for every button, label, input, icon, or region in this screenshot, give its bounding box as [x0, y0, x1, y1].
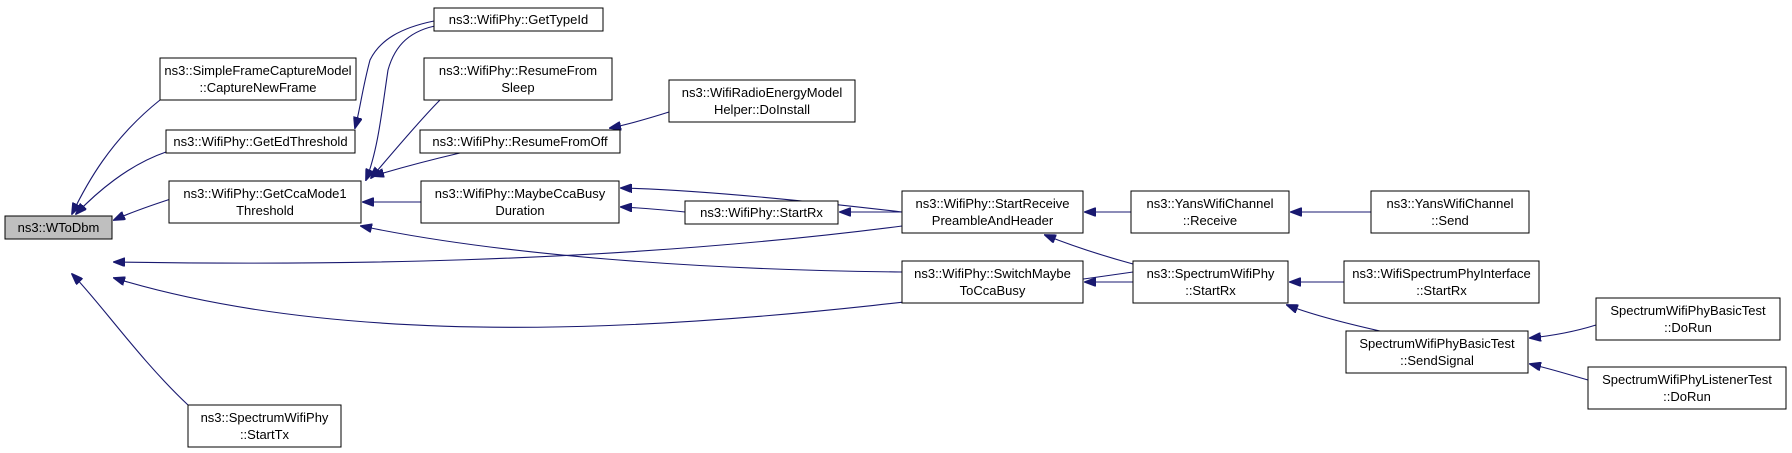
node-label: ns3::WifiPhy::ResumeFrom: [439, 63, 597, 78]
node-label: ::StartTx: [240, 427, 290, 442]
node-label: ::CaptureNewFrame: [199, 80, 316, 95]
edge-listenerdorun-to-sendsignal: [1530, 364, 1589, 381]
node-label: ::Send: [1431, 213, 1469, 228]
edge-gettypeid-to-getcca: [366, 24, 441, 180]
node-gettypeid[interactable]: ns3::WifiPhy::GetTypeId: [433, 7, 604, 32]
node-wrem[interactable]: ns3::WifiRadioEnergyModelHelper::DoInsta…: [668, 79, 856, 123]
node-label: SpectrumWifiPhyBasicTest: [1610, 303, 1766, 318]
edge-wrem-to-resumeoff: [610, 111, 670, 128]
node-box: [1370, 190, 1530, 234]
node-box: [420, 180, 620, 224]
node-label: Helper::DoInstall: [714, 102, 810, 117]
node-label: ns3::WToDbm: [18, 220, 100, 235]
node-label: ToCcaBusy: [960, 283, 1026, 298]
edge-spstartrx-to-startrecv: [1045, 235, 1134, 265]
edge-resumeoff-to-getcca: [373, 152, 461, 176]
node-sendsignal[interactable]: SpectrumWifiPhyBasicTest::SendSignal: [1345, 330, 1529, 374]
node-label: ns3::WifiPhy::SwitchMaybe: [914, 266, 1071, 281]
node-label: SpectrumWifiPhyListenerTest: [1602, 372, 1772, 387]
node-sptx[interactable]: ns3::SpectrumWifiPhy::StartTx: [187, 404, 342, 448]
node-box: [1595, 297, 1781, 341]
node-label: ns3::SpectrumWifiPhy: [1147, 266, 1275, 281]
node-box: [684, 200, 839, 225]
node-listenerdorun[interactable]: SpectrumWifiPhyListenerTest::DoRun: [1587, 366, 1787, 410]
node-label: ns3::WifiPhy::GetTypeId: [449, 12, 588, 27]
edge-basicdorun-to-sendsignal: [1530, 324, 1597, 338]
node-label: ns3::SimpleFrameCaptureModel: [164, 63, 351, 78]
node-label: ns3::WifiPhy::StartRx: [700, 205, 823, 220]
node-label: ns3::WifiPhy::GetEdThreshold: [173, 134, 347, 149]
node-label: ::StartRx: [1185, 283, 1236, 298]
node-box: [1345, 330, 1529, 374]
edge-startrecv-to-maybecca: [621, 188, 903, 213]
node-yansrecv[interactable]: ns3::YansWifiChannel::Receive: [1130, 190, 1290, 234]
node-box: [423, 57, 613, 101]
node-label: Duration: [495, 203, 544, 218]
edge-sendsignal-to-spstartrx: [1287, 305, 1381, 332]
node-box: [165, 129, 356, 154]
node-box: [1343, 260, 1540, 304]
node-box: [433, 7, 604, 32]
node-box: [159, 57, 357, 101]
node-box: [668, 79, 856, 123]
node-label: ::Receive: [1183, 213, 1237, 228]
node-wtodbm[interactable]: ns3::WToDbm: [4, 215, 113, 240]
node-box: [4, 215, 113, 240]
node-resumeoff[interactable]: ns3::WifiPhy::ResumeFromOff: [419, 129, 621, 154]
node-label: ns3::WifiPhy::StartReceive: [916, 196, 1070, 211]
node-box: [187, 404, 342, 448]
node-box: [1587, 366, 1787, 410]
node-basicdorun[interactable]: SpectrumWifiPhyBasicTest::DoRun: [1595, 297, 1781, 341]
node-yanssend[interactable]: ns3::YansWifiChannel::Send: [1370, 190, 1530, 234]
node-box: [1130, 190, 1290, 234]
node-label: ns3::YansWifiChannel: [1387, 196, 1514, 211]
node-spstartrx[interactable]: ns3::SpectrumWifiPhy::StartRx: [1132, 260, 1289, 304]
node-box: [901, 260, 1084, 304]
edge-getedth-to-wtodbm: [76, 151, 167, 214]
edge-startrecv-to-wtodbm: [114, 225, 903, 263]
node-label: ns3::WifiPhy::ResumeFromOff: [432, 134, 608, 149]
node-box: [901, 190, 1084, 234]
node-label: ::SendSignal: [1400, 353, 1474, 368]
nodes-layer: ns3::WToDbm ns3::SimpleFrameCaptureModel:…: [4, 7, 1787, 448]
node-sfcm[interactable]: ns3::SimpleFrameCaptureModel::CaptureNew…: [159, 57, 357, 101]
node-startrecv[interactable]: ns3::WifiPhy::StartReceivePreambleAndHea…: [901, 190, 1084, 234]
node-getedth[interactable]: ns3::WifiPhy::GetEdThreshold: [165, 129, 356, 154]
node-label: ::StartRx: [1416, 283, 1467, 298]
edge-sptx-to-wtodbm: [72, 274, 189, 406]
node-label: SpectrumWifiPhyBasicTest: [1359, 336, 1515, 351]
node-label: ::DoRun: [1664, 320, 1712, 335]
node-label: ns3::YansWifiChannel: [1147, 196, 1274, 211]
node-box: [1132, 260, 1289, 304]
node-label: ns3::WifiPhy::MaybeCcaBusy: [435, 186, 606, 201]
node-label: ns3::SpectrumWifiPhy: [201, 410, 329, 425]
node-label: ::DoRun: [1663, 389, 1711, 404]
edge-gettypeid-to-getedth: [355, 20, 435, 128]
node-label: PreambleAndHeader: [932, 213, 1054, 228]
node-box: [168, 180, 362, 224]
edge-switchmaybe-to-getcca: [361, 226, 903, 273]
node-label: ns3::WifiSpectrumPhyInterface: [1352, 266, 1530, 281]
node-label: ns3::WifiRadioEnergyModel: [682, 85, 843, 100]
edge-sfcm-to-wtodbm: [72, 99, 161, 214]
node-label: Threshold: [236, 203, 294, 218]
node-wspi[interactable]: ns3::WifiSpectrumPhyInterface::StartRx: [1343, 260, 1540, 304]
node-startrx[interactable]: ns3::WifiPhy::StartRx: [684, 200, 839, 225]
edge-startrx-to-maybecca: [621, 207, 686, 213]
node-label: Sleep: [501, 80, 534, 95]
node-label: ns3::WifiPhy::GetCcaMode1: [183, 186, 346, 201]
node-box: [419, 129, 621, 154]
